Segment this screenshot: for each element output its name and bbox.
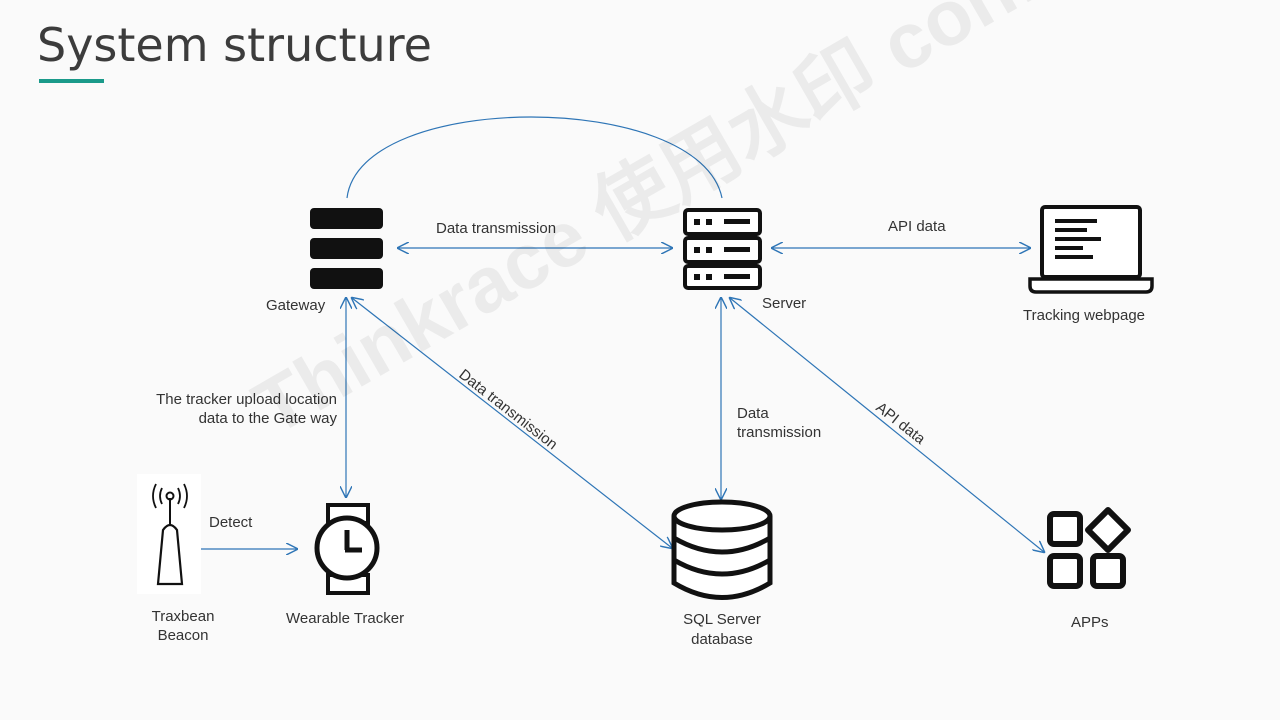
tracker-label: Wearable Tracker (286, 610, 405, 627)
laptop-icon (1028, 205, 1154, 294)
edge-label-gateway-server: Data transmission (436, 220, 557, 237)
apps-grid-icon (1047, 507, 1131, 589)
database-label: SQL Server database (683, 611, 761, 648)
server-label: Server (762, 295, 807, 312)
edge-label-server-webpage: API data (888, 218, 946, 235)
arc-gateway-server (346, 116, 723, 199)
server-icon (683, 208, 762, 290)
tracking-webpage-label: Tracking webpage (1023, 307, 1146, 324)
apps-label: APPs (1071, 614, 1109, 631)
beacon-antenna-icon (137, 474, 201, 594)
server-icon (310, 208, 383, 289)
gateway-label: Gateway (266, 297, 326, 314)
edge-label-server-database: Data transmission (737, 405, 822, 441)
page-title: System structure (37, 18, 432, 72)
watch-icon (314, 503, 380, 595)
title-underline (39, 79, 104, 83)
arrow-server-apps (730, 298, 1044, 552)
edge-label-beacon-tracker: Detect (209, 514, 253, 531)
connector-lines (190, 116, 1044, 552)
beacon-label: Traxbean Beacon (151, 608, 215, 644)
database-icon (671, 499, 773, 600)
edge-label-tracker-gateway: The tracker upload location data to the … (156, 391, 337, 427)
arrow-gateway-database (352, 298, 672, 548)
